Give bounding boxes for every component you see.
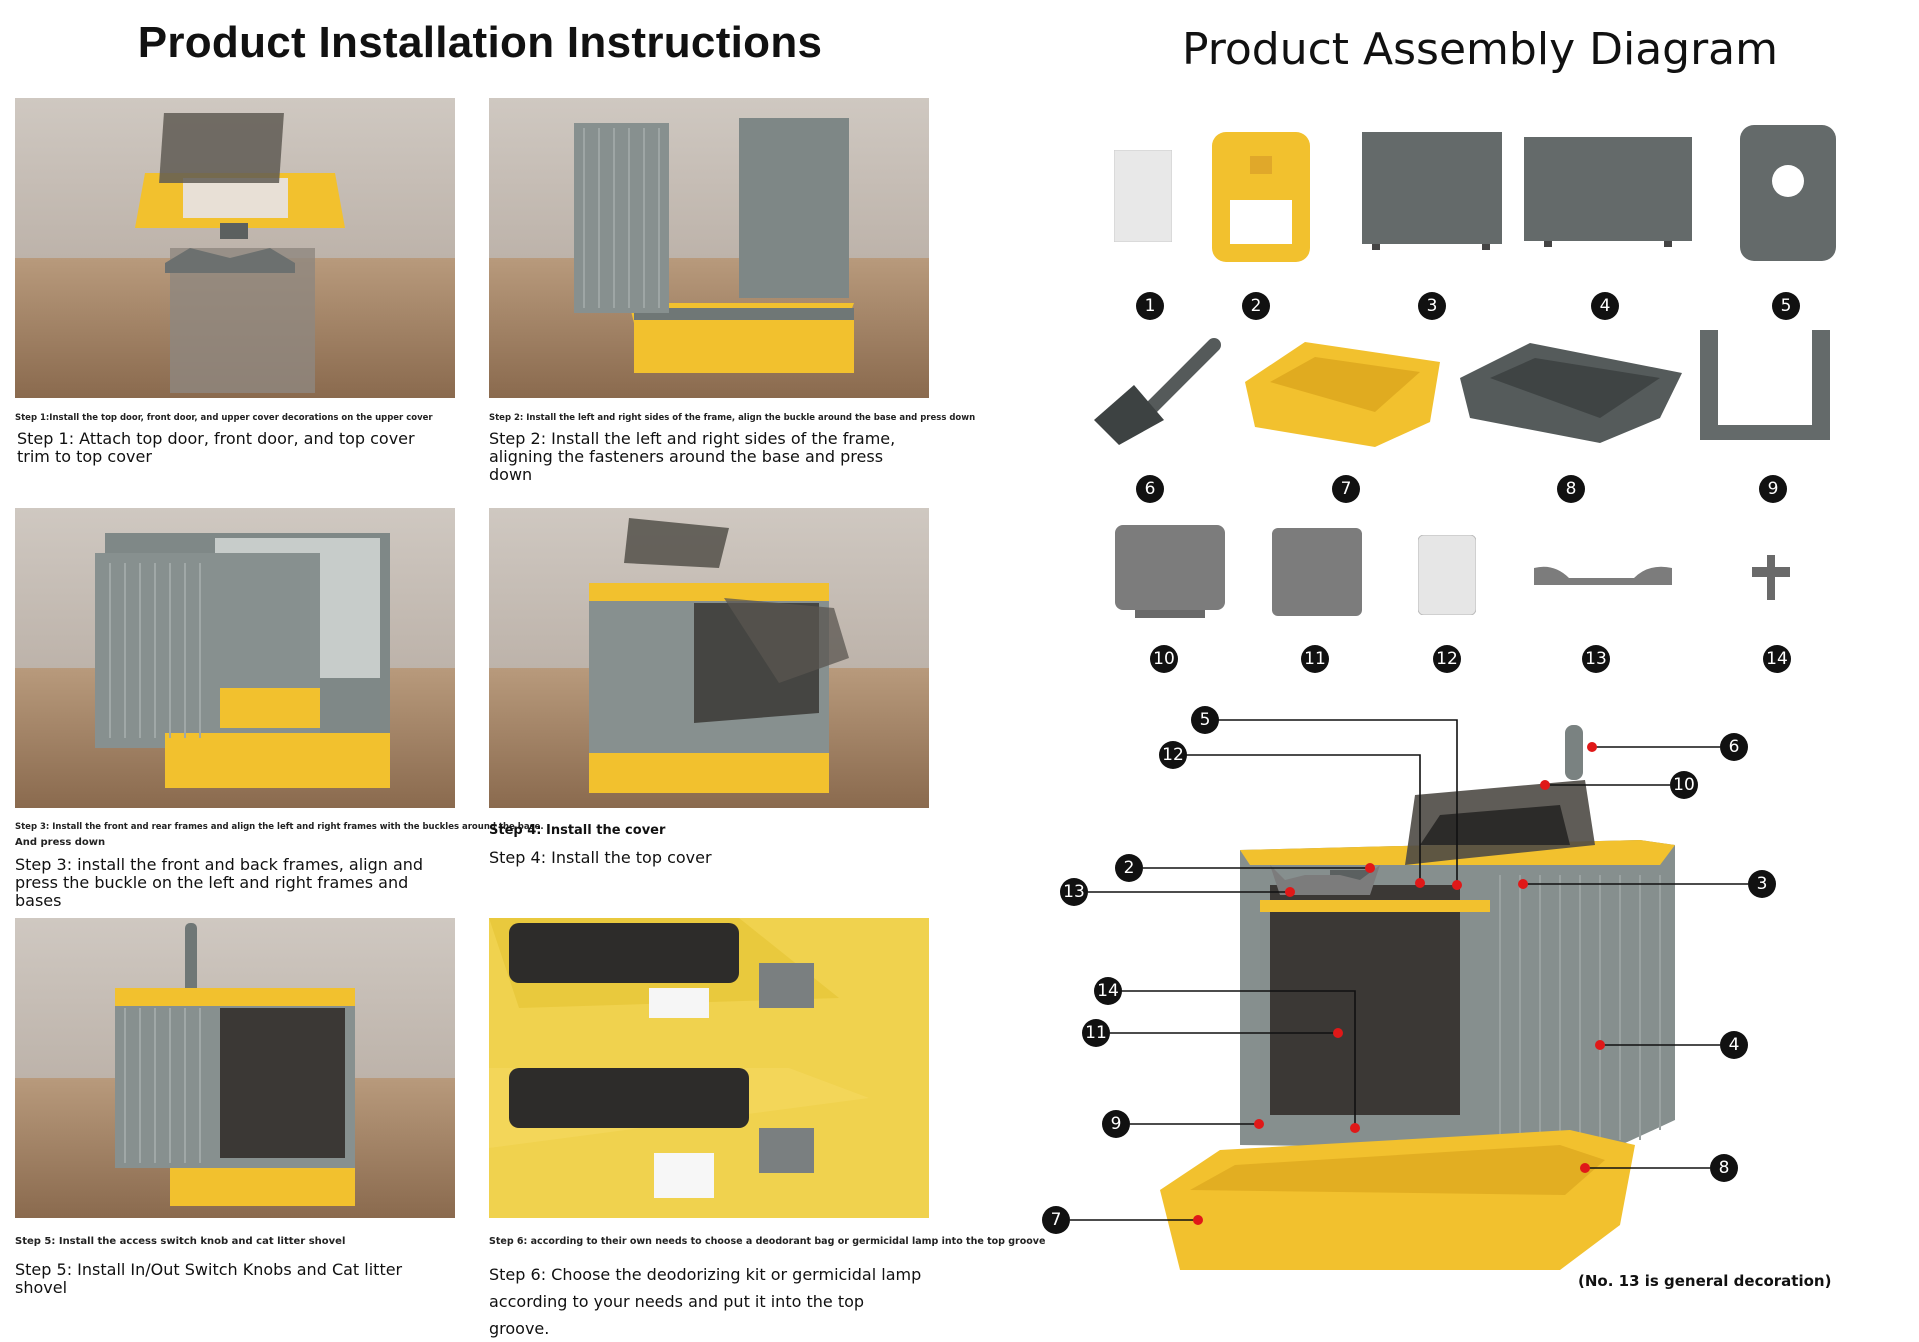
step2-small: Step 2: Install the left and right sides…	[489, 413, 976, 423]
part-number-6: 6	[1136, 475, 1164, 503]
part-8-base-tray	[1460, 343, 1682, 443]
part-number-11: 11	[1301, 645, 1329, 673]
callout-8: 8	[1710, 1154, 1738, 1182]
part-6-litter-scoop	[1094, 335, 1240, 445]
part-10-top-door	[1115, 525, 1225, 620]
step6-photo	[489, 918, 929, 1218]
step5-small: Step 5: Install the access switch knob a…	[15, 1236, 346, 1247]
step3-small: Step 3: Install the front and rear frame…	[15, 822, 544, 832]
part-14-switch-knob	[1752, 555, 1790, 600]
step1-caption: Step 1: Attach top door, front door, and…	[17, 429, 415, 466]
part-number-4: 4	[1591, 292, 1619, 320]
part-number-2: 2	[1242, 292, 1270, 320]
part-4-back-panel	[1524, 137, 1692, 249]
part-11-front-door	[1272, 528, 1362, 618]
step4-photo	[489, 508, 929, 808]
part-number-14: 14	[1763, 645, 1791, 673]
step6-caption: Step 6: Choose the deodorizing kit or ge…	[489, 1265, 922, 1338]
part-13-decoration	[1534, 563, 1672, 588]
part-12-germicidal-lamp	[1418, 535, 1476, 615]
callout-9: 9	[1102, 1110, 1130, 1138]
part-5-top-door-frame	[1740, 125, 1836, 261]
step1-photo	[15, 98, 455, 398]
callout-13: 13	[1060, 878, 1088, 906]
callout-11: 11	[1082, 1019, 1110, 1047]
part-number-3: 3	[1418, 292, 1446, 320]
step6-small: Step 6: according to their own needs to …	[489, 1236, 1046, 1247]
part-number-7: 7	[1332, 475, 1360, 503]
callout-6: 6	[1720, 733, 1748, 761]
part-number-13: 13	[1582, 645, 1610, 673]
part-7-drawer	[1245, 342, 1440, 447]
assembled-litter-box	[1140, 725, 1700, 1280]
callout-5: 5	[1191, 706, 1219, 734]
callout-10: 10	[1670, 771, 1698, 799]
step5-caption: Step 5: Install In/Out Switch Knobs and …	[15, 1260, 403, 1297]
assembly-title: Product Assembly Diagram	[1181, 24, 1779, 75]
part-number-10: 10	[1150, 645, 1178, 673]
callout-2: 2	[1115, 854, 1143, 882]
step4-small: Step 4: Install the cover	[489, 823, 666, 838]
step4-caption: Step 4: Install the top cover	[489, 848, 712, 867]
part-number-12: 12	[1433, 645, 1461, 673]
part-1-deodorant-pad	[1114, 150, 1172, 242]
step3-caption: Step 3: install the front and back frame…	[15, 855, 424, 910]
step1-small: Step 1:Install the top door, front door,…	[15, 413, 433, 423]
installation-title: Product Installation Instructions	[137, 18, 823, 67]
step2-caption: Step 2: Install the left and right sides…	[489, 429, 896, 484]
step3-photo	[15, 508, 455, 808]
step3-small-2: And press down	[15, 837, 106, 848]
part-number-1: 1	[1136, 292, 1164, 320]
decoration-note: (No. 13 is general decoration)	[1578, 1272, 1832, 1290]
step5-photo	[15, 918, 455, 1218]
step2-photo	[489, 98, 929, 398]
part-3-side-panel	[1362, 132, 1502, 252]
callout-12: 12	[1159, 741, 1187, 769]
part-number-8: 8	[1557, 475, 1585, 503]
part-number-5: 5	[1772, 292, 1800, 320]
callout-7: 7	[1042, 1206, 1070, 1234]
part-number-9: 9	[1759, 475, 1787, 503]
callout-4: 4	[1720, 1031, 1748, 1059]
part-9-front-frame	[1700, 330, 1830, 445]
callout-3: 3	[1748, 870, 1776, 898]
callout-14: 14	[1094, 977, 1122, 1005]
part-2-top-cover	[1212, 132, 1310, 262]
